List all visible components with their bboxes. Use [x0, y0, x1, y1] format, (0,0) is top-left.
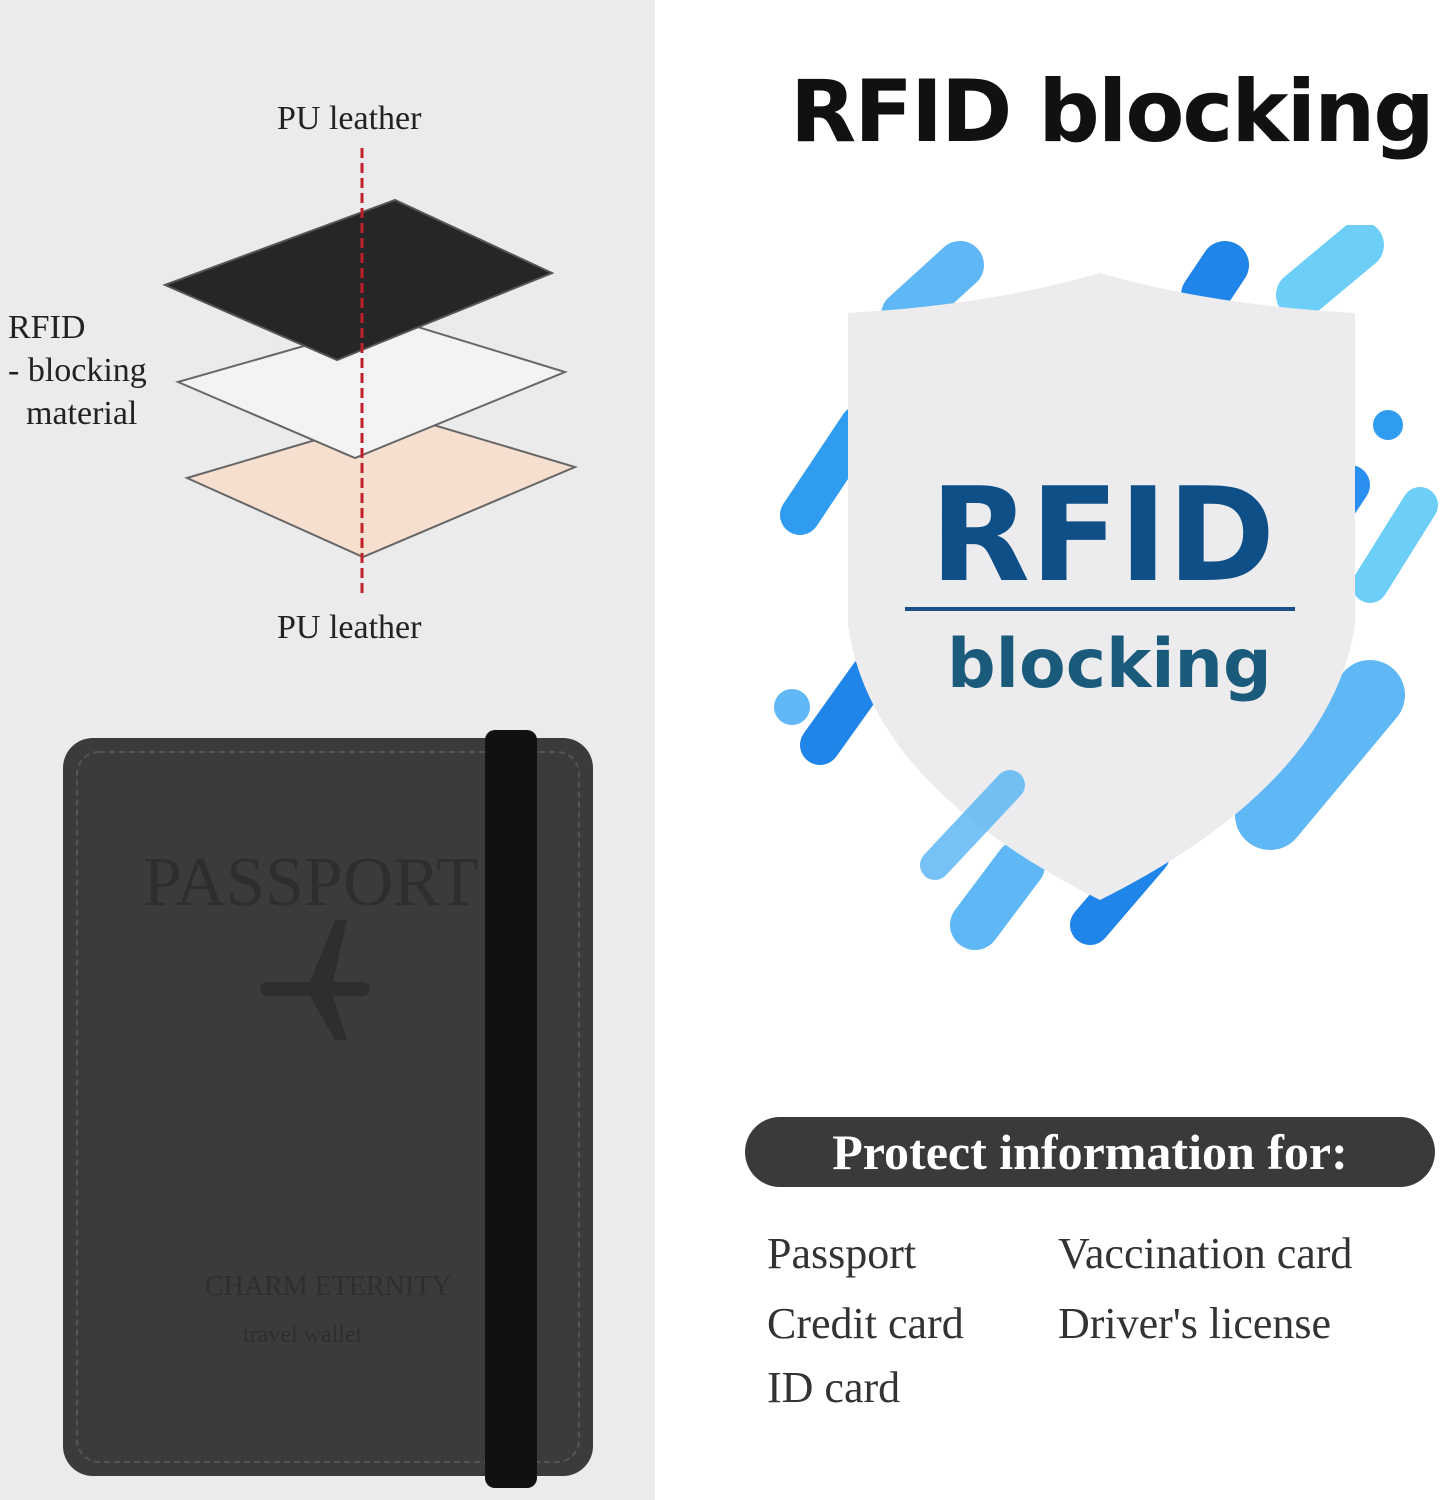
brand-emboss: CHARM ETERNITY [205, 1271, 452, 1302]
rfid-shield-graphic: RFID blocking [774, 225, 1438, 950]
subtitle-emboss: travel wallet [243, 1322, 363, 1348]
label-line: RFID [8, 309, 86, 346]
passport-wallet: PASSPORT CHARM ETERNITY travel wallet [63, 730, 593, 1488]
list-item: Passport [767, 1229, 917, 1278]
list-item: Vaccination card [1058, 1229, 1353, 1278]
middle-layer-label: RFID - blocking material [8, 306, 147, 435]
headline: RFID blocking [790, 62, 1435, 162]
top-layer-label: PU leather [277, 100, 422, 137]
label-line: - blocking [8, 352, 147, 389]
protect-heading: Protect information for: [745, 1117, 1435, 1187]
label-line: material [26, 395, 138, 432]
airplane-icon [260, 920, 370, 1040]
list-item: ID card [767, 1363, 901, 1412]
list-item: Driver's license [1058, 1299, 1332, 1348]
shield-blocking-text: blocking [947, 625, 1272, 704]
list-item: Credit card [767, 1299, 964, 1348]
bottom-layer-label: PU leather [277, 609, 422, 646]
shield-rfid-text: RFID [930, 459, 1275, 611]
layer-diagram [162, 148, 578, 597]
emboss-title: PASSPORT [143, 844, 479, 921]
